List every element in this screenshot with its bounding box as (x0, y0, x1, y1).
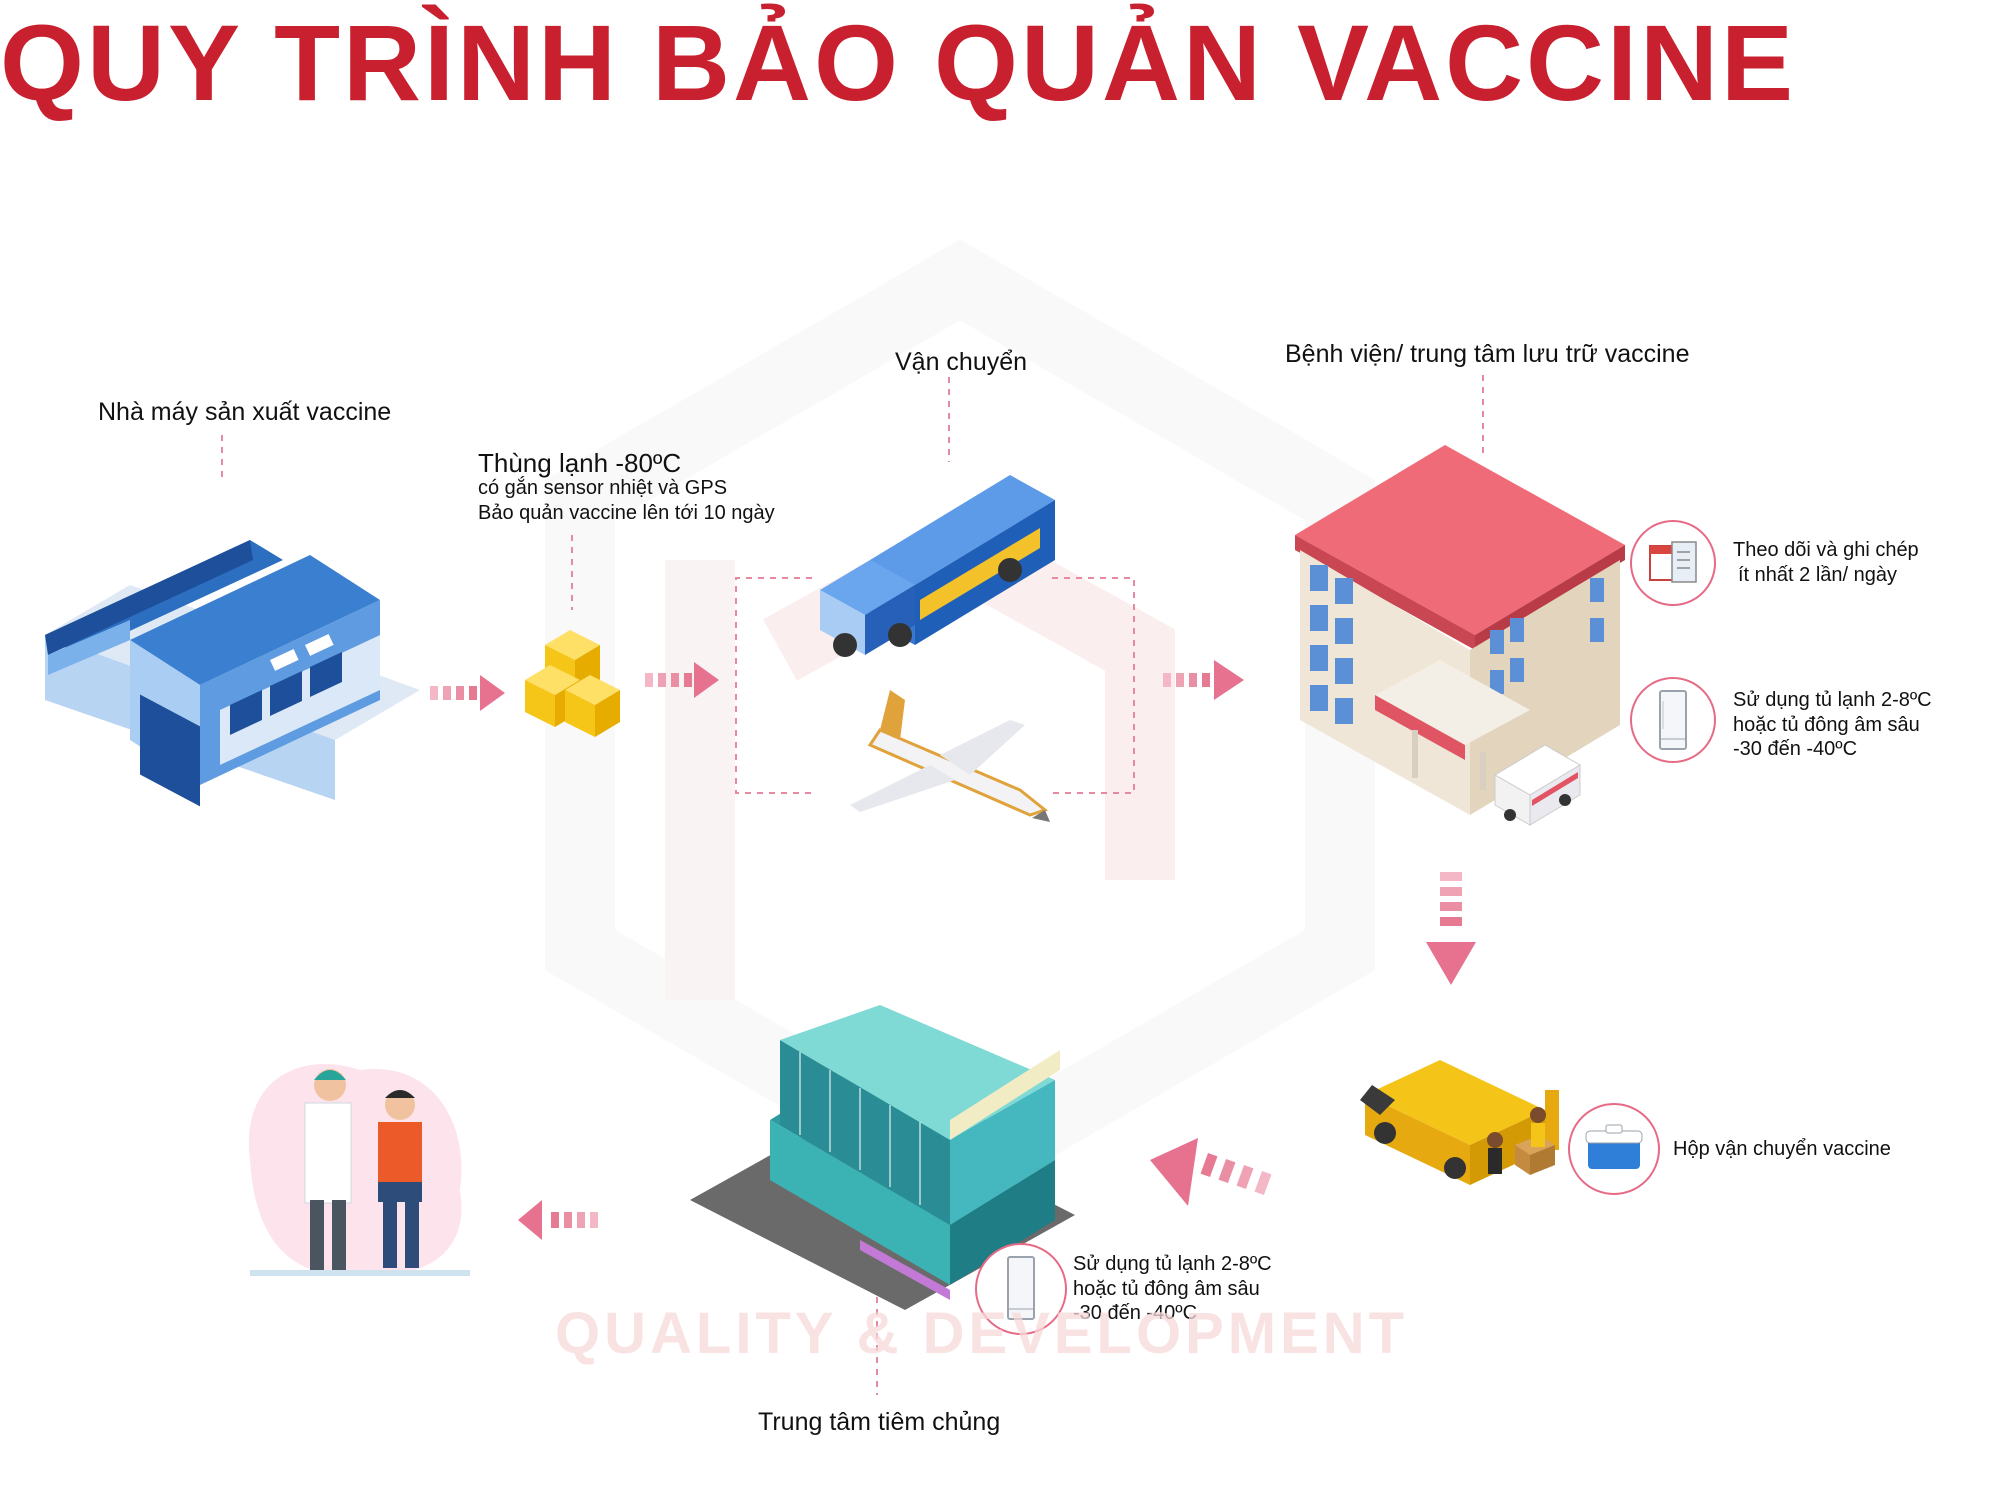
arrow-factory-to-box (430, 675, 505, 711)
arrow-van-to-center (1150, 1138, 1272, 1206)
vaccination-building-icon (690, 1005, 1075, 1310)
center-fridge-line3: -30 đến -40ºC (1073, 1302, 1198, 1324)
center-fridge-line1: Sử dụng tủ lạnh 2-8ºC (1073, 1253, 1272, 1275)
hospital-label: Bệnh viện/ trung tâm lưu trữ vaccine (1285, 340, 1690, 368)
center-fridge-icon (975, 1243, 1067, 1335)
arrow-hospital-to-van (1426, 872, 1476, 985)
cold-box-icon (525, 630, 620, 737)
center-fridge-line2: hoặc tủ đông âm sâu (1073, 1278, 1260, 1300)
monitor-note-line1: Theo dõi và ghi chép (1733, 539, 1919, 561)
hospital-fridge-line2: hoặc tủ đông âm sâu (1733, 714, 1920, 736)
watermark-logo (545, 239, 1375, 1211)
monitor-note-line2: ít nhất 2 lần/ ngày (1738, 564, 1898, 586)
fridge-icon (1630, 677, 1716, 763)
calendar-clipboard-icon (1630, 520, 1716, 606)
delivery-van-icon (1360, 1060, 1559, 1185)
flow-arrows (430, 660, 1476, 1240)
cold-box-heading: Thùng lạnh -80ºC (478, 448, 682, 478)
arrow-transport-to-hospital (1163, 660, 1244, 700)
factory-icon (45, 540, 420, 807)
hospital-fridge-line3: -30 đến -40ºC (1733, 738, 1858, 760)
hospital-fridge-line1: Sử dụng tủ lạnh 2-8ºC (1733, 689, 1932, 711)
leader-lines (221, 375, 1484, 1395)
hospital-icon (1295, 445, 1625, 815)
arrow-box-to-transport (645, 662, 719, 698)
ambulance-icon (1494, 744, 1581, 826)
cold-box-line1: có gắn sensor nhiệt và GPS (478, 477, 728, 499)
cooler-box-icon (1568, 1103, 1660, 1195)
vaccination-center-label: Trung tâm tiêm chủng (758, 1408, 1001, 1436)
airplane-icon (850, 690, 1050, 822)
truck-icon (820, 475, 1055, 657)
cold-box-line2: Bảo quản vaccine lên tới 10 ngày (478, 502, 775, 524)
page-title: QUY TRÌNH BẢO QUẢN VACCINE (0, 2, 1797, 123)
transport-box-label: Hộp vận chuyển vaccine (1673, 1138, 1891, 1160)
factory-label: Nhà máy sản xuất vaccine (98, 398, 392, 426)
transport-label: Vận chuyển (895, 348, 1028, 376)
doctor-patient-icon (248, 1064, 470, 1276)
watermark-text: QUALITY & DEVELOPMENT (555, 1301, 1409, 1366)
arrow-center-to-vaccination (518, 1200, 598, 1240)
